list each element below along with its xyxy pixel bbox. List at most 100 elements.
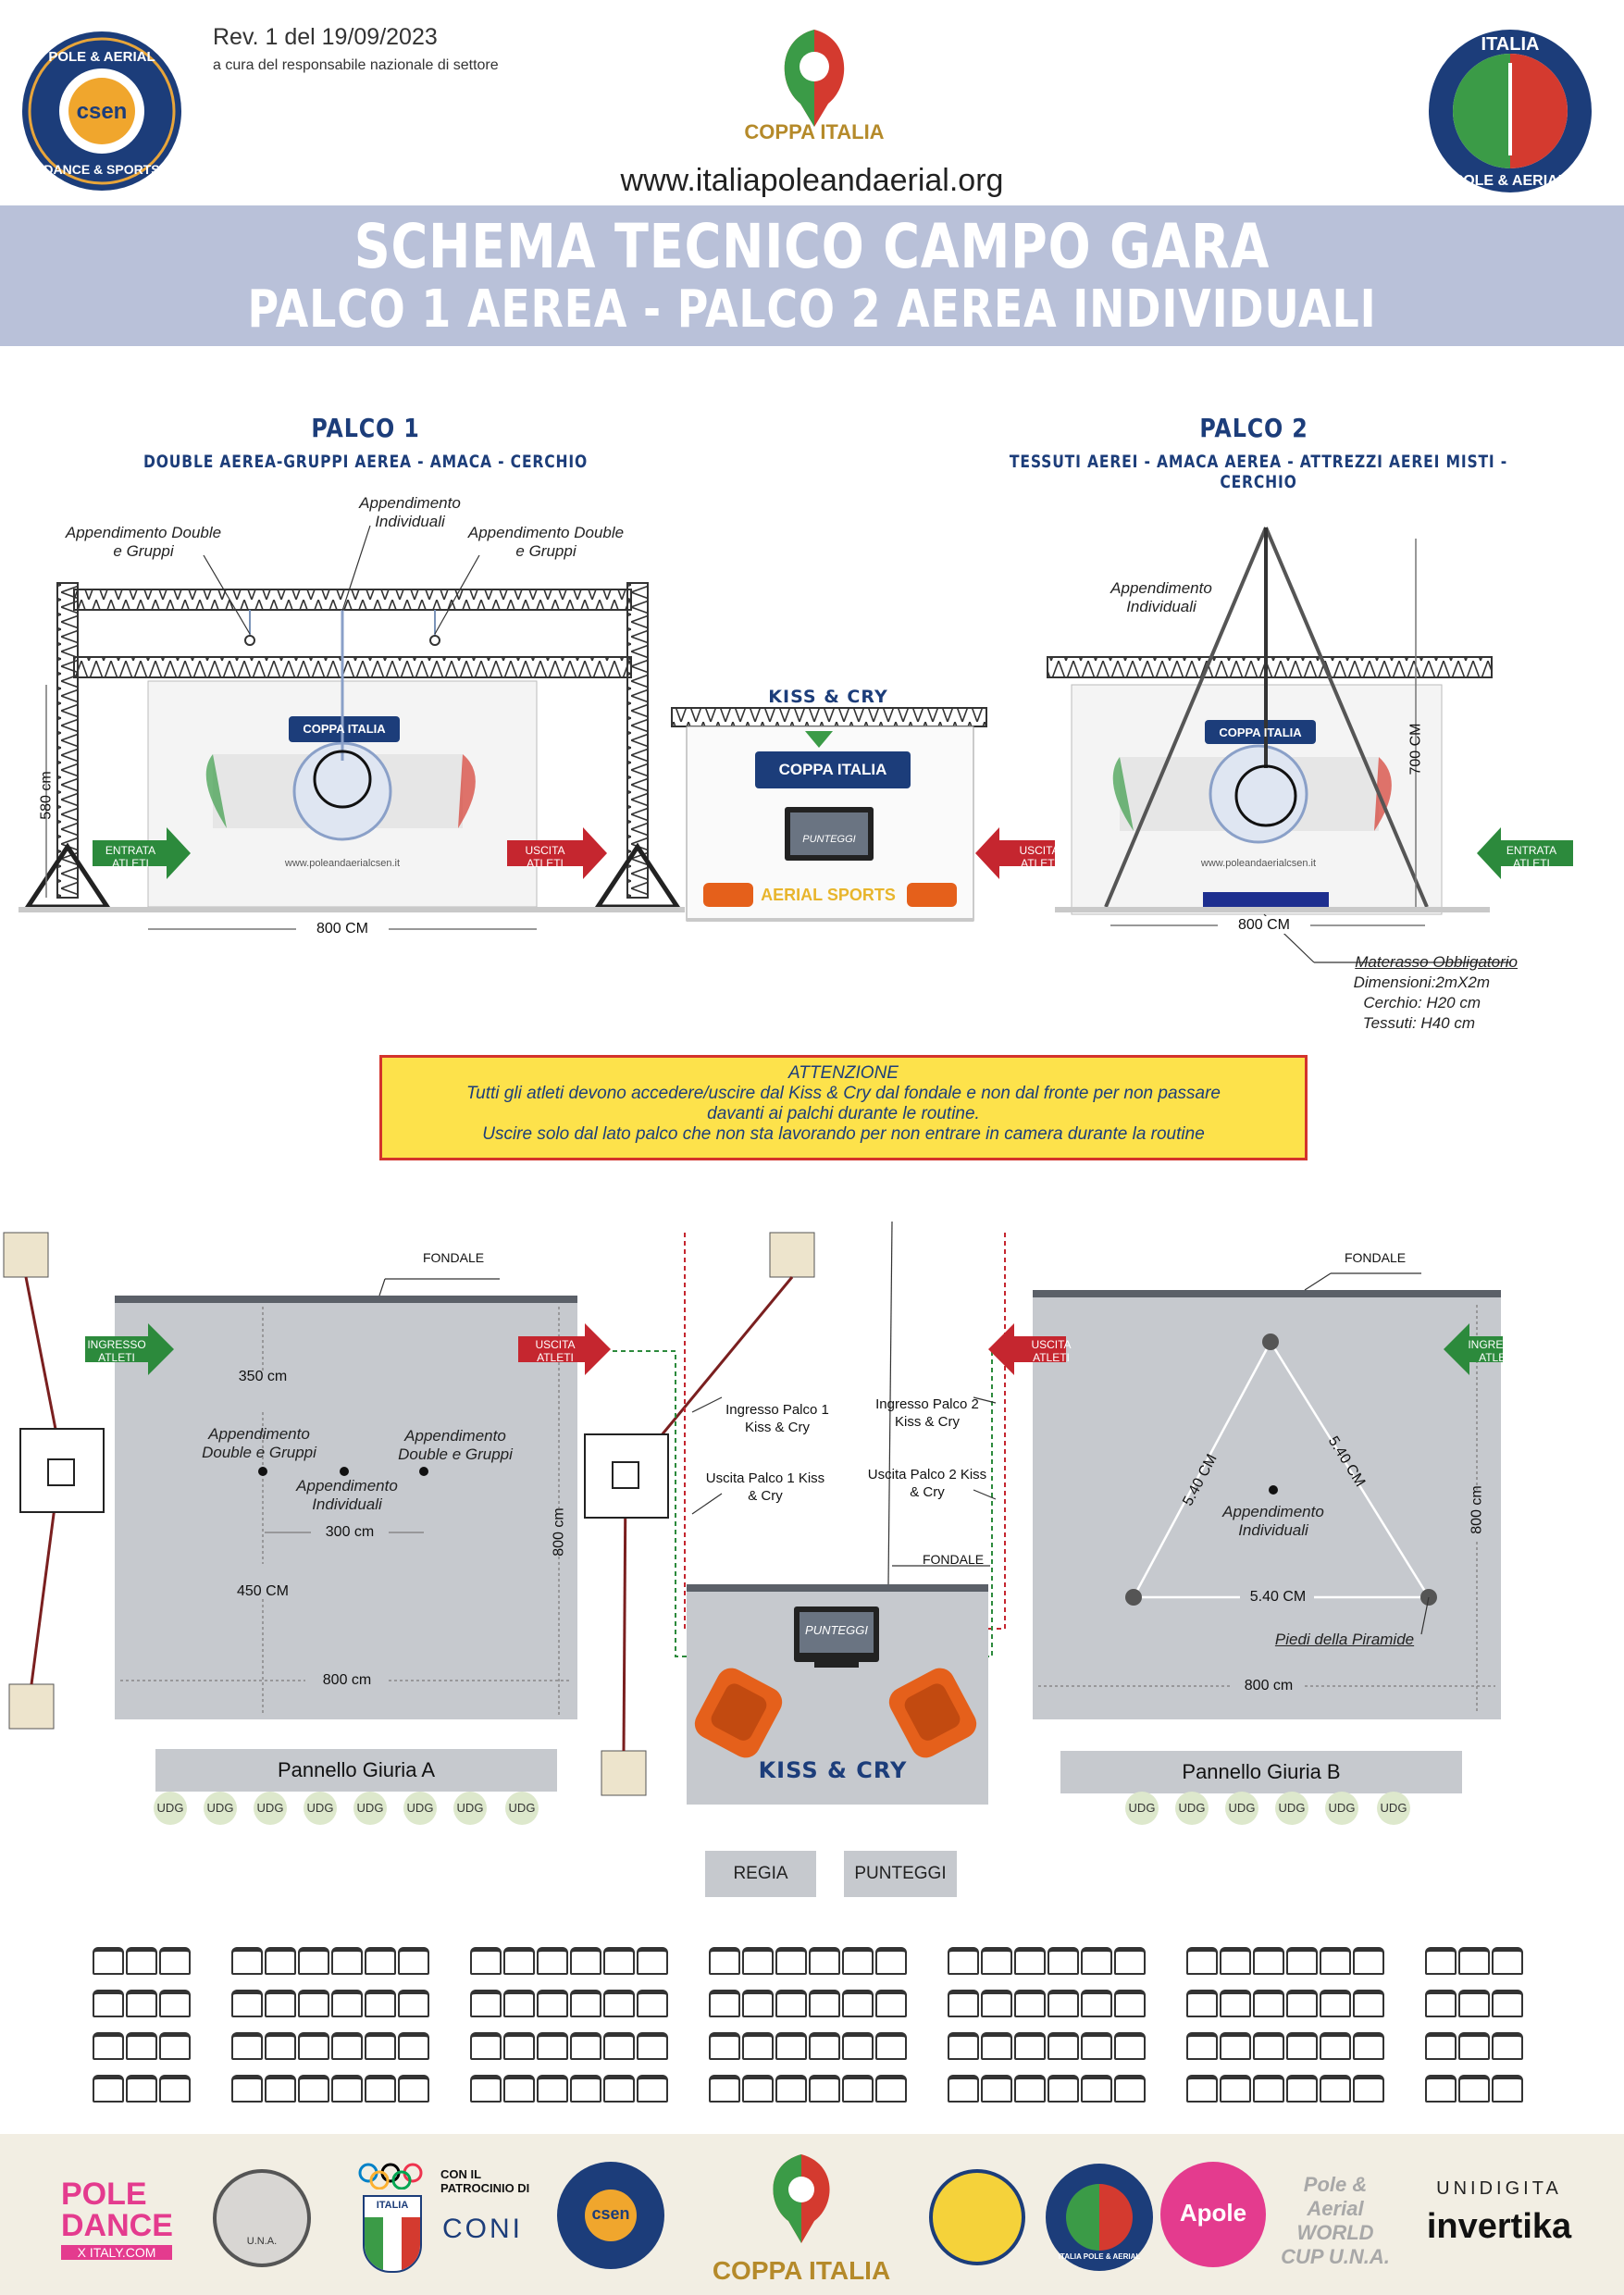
audience-seat [365, 2075, 396, 2103]
audience-seat [126, 1947, 157, 1975]
una-seal: U.N.A. [213, 2169, 311, 2267]
audience-seat [470, 1990, 502, 2017]
fp2-fondale: FONDALE [1344, 1250, 1407, 1265]
audience-seat [503, 2032, 535, 2060]
audience-seat [981, 1990, 1012, 2017]
csen-footer-logo: csen [557, 2162, 664, 2269]
audience-seat [298, 1947, 329, 1975]
audience-seat [1320, 2075, 1351, 2103]
audience-seat [1186, 2032, 1218, 2060]
audience-seat [1458, 1947, 1490, 1975]
fp1-point-center: Appendimento Individuali [296, 1477, 398, 1513]
audience-seat [1081, 1947, 1112, 1975]
audience-seat [1425, 1990, 1457, 2017]
udg-seat: UDG [304, 1792, 337, 1825]
audience-seat [809, 1947, 840, 1975]
kc-exit-arrow: USCITA ATLETI [1019, 844, 1060, 870]
udg-seat: UDG [154, 1792, 187, 1825]
audience-seat [231, 1947, 263, 1975]
fp1-dim-bottom: 450 CM [236, 1583, 290, 1599]
audience-seat [948, 1947, 979, 1975]
audience-seat [1048, 2075, 1079, 2103]
audience-seat [331, 2075, 363, 2103]
audience-seat [231, 1990, 263, 2017]
p2-backdrop-url: www.poleandaerialcsen.it [1200, 858, 1317, 869]
fp1-exit: USCITA ATLETI [535, 1338, 576, 1364]
p1-backdrop-url: www.poleandaerialcsen.it [284, 858, 401, 869]
audience-seat [570, 1990, 601, 2017]
udg-seat: UDG [403, 1792, 437, 1825]
website[interactable]: www.italiapoleandaerial.org [620, 163, 1004, 198]
audience-seat [775, 1990, 807, 2017]
regia-box: REGIA [705, 1851, 816, 1897]
audience-seat [159, 1990, 191, 2017]
audience-seat [570, 2032, 601, 2060]
audience-seat [981, 2075, 1012, 2103]
audience-seat [398, 2075, 429, 2103]
audience-seat [742, 1990, 774, 2017]
audience-seat [948, 2075, 979, 2103]
mattress-label-3: Tessuti: H40 cm [1362, 1014, 1475, 1032]
fpk-out2: Uscita Palco 2 Kiss & Cry [867, 1467, 987, 1500]
svg-text:DANCE & SPORTS: DANCE & SPORTS [43, 162, 159, 177]
audience-seat [365, 1947, 396, 1975]
palco2-subtitle: TESSUTI AEREI - AMACA AEREA - ATTREZZI A… [1009, 452, 1508, 492]
udg-seat: UDG [505, 1792, 539, 1825]
audience-seat [1253, 2075, 1284, 2103]
palco1-subtitle: DOUBLE AEREA-GRUPPI AEREA - AMACA - CERC… [143, 452, 589, 472]
fp1-dim-width: 800 cm [322, 1672, 372, 1688]
warning-line1: Tutti gli atleti devono accedere/uscire … [465, 1084, 1221, 1103]
audience-seat [1458, 2075, 1490, 2103]
warning-heading: ATTENZIONE [788, 1063, 899, 1083]
audience-seat [1320, 2032, 1351, 2060]
audience-seat [93, 1947, 124, 1975]
audience-seat [1286, 1990, 1318, 2017]
audience-seat [331, 1947, 363, 1975]
udg-seat: UDG [1175, 1792, 1209, 1825]
fp1-dim-points: 300 cm [325, 1524, 375, 1540]
audience-seat [1186, 1947, 1218, 1975]
elevation-drawings [19, 525, 1573, 963]
audience-seat [1220, 2075, 1251, 2103]
audience-seat [231, 2032, 263, 2060]
audience-seat [1458, 1990, 1490, 2017]
audience-seat [809, 1990, 840, 2017]
audience-seat [1220, 1947, 1251, 1975]
p1-backdrop-logo: COPPA ITALIA [303, 722, 386, 736]
audience-seat [398, 2032, 429, 2060]
mattress-label-2: Cerchio: H20 cm [1363, 994, 1481, 1011]
audience-seat [603, 1990, 635, 2017]
audience-seat [842, 2075, 874, 2103]
fpk-title: KISS & CRY [758, 1757, 908, 1783]
pole-dance-italy-logo: POLE DANCE X ITALY.COM [61, 2177, 173, 2260]
audience-seat [842, 1947, 874, 1975]
audience-seat [981, 1947, 1012, 1975]
p1-height: 580 cm [38, 771, 55, 820]
apole-logo: Apole [1160, 2162, 1266, 2267]
audience-seat [637, 2075, 668, 2103]
audience-seat [775, 1947, 807, 1975]
audience-seat [1014, 2075, 1046, 2103]
udg-seat: UDG [1225, 1792, 1258, 1825]
mattress-label-0: Materasso Obbligatorio [1355, 953, 1518, 971]
frenzy-arts-logo [929, 2169, 1025, 2265]
audience-seat [1286, 2075, 1318, 2103]
audience-seating [93, 1947, 1536, 2123]
fpk-out1: Uscita Palco 1 Kiss & Cry [705, 1470, 825, 1504]
audience-seat [93, 1990, 124, 2017]
p1-entry-arrow: ENTRATA ATLETI [105, 844, 156, 870]
fp1-point-left: Appendimento Double e Gruppi [202, 1425, 316, 1461]
unidigita-invertika-logo: UNIDIGITA invertika [1426, 2178, 1572, 2246]
audience-seat [398, 1947, 429, 1975]
palco1-title: PALCO 1 [311, 413, 420, 443]
p1-label-left: Appendimento Double e Gruppi [65, 524, 222, 560]
audience-seat [1492, 1990, 1523, 2017]
audience-seat [1458, 2032, 1490, 2060]
audience-seat [637, 1990, 668, 2017]
fp2-center: Appendimento Individuali [1222, 1503, 1324, 1539]
audience-seat [742, 2075, 774, 2103]
audience-seat [1425, 2032, 1457, 2060]
revision: Rev. 1 del 19/09/2023 [213, 24, 438, 50]
audience-seat [398, 1990, 429, 2017]
audience-seat [159, 2075, 191, 2103]
